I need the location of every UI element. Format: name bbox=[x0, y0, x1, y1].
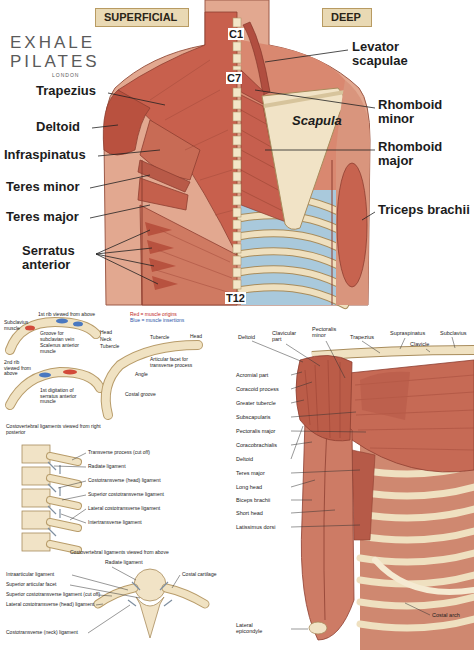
anatomy-label: Red = muscle origins bbox=[130, 312, 177, 318]
anatomy-label: Subclavius bbox=[440, 330, 467, 336]
anatomy-label: Superior costotransverse ligament (cut o… bbox=[6, 592, 100, 598]
muscle-label: Teres major bbox=[6, 210, 79, 224]
anatomy-label: Pectoralis major bbox=[236, 428, 275, 434]
anatomy-label: Intertransverse ligament bbox=[88, 520, 142, 526]
muscle-label: Triceps brachii bbox=[378, 203, 472, 217]
logo-text: EXHALE bbox=[10, 34, 95, 53]
logo-text: PILATES bbox=[10, 53, 100, 72]
anatomy-label: Articular facet for transverse process bbox=[150, 357, 200, 368]
anatomy-label: Tubercle bbox=[100, 344, 119, 350]
anatomy-label: Lateral costotransverse (head) ligament bbox=[6, 602, 94, 608]
anatomy-label: Deltoid bbox=[236, 456, 253, 462]
anatomy-label: 1st digitation of serratus anterior musc… bbox=[40, 388, 84, 405]
anatomy-label: Clavicle bbox=[410, 341, 429, 347]
anatomy-label: Pectoralis minor bbox=[312, 326, 342, 338]
anatomy-label: Latissimus dorsi bbox=[236, 524, 275, 530]
anatomy-label: Groove for subclavian vein bbox=[40, 331, 82, 342]
anatomy-label: Acromial part bbox=[236, 372, 268, 378]
muscle-label: C1 bbox=[228, 28, 244, 40]
anatomy-label: Costovertebral ligaments viewed from rig… bbox=[6, 424, 106, 435]
anatomy-label: Costotransverse (neck) ligament bbox=[6, 630, 78, 636]
anatomy-label: Coracoid process bbox=[236, 386, 279, 392]
muscle-label: Deltoid bbox=[36, 120, 80, 134]
anatomy-label: 2nd rib viewed from above bbox=[4, 360, 36, 377]
anatomy-label: Teres major bbox=[236, 470, 265, 476]
anatomy-label: Lateral epicondyle bbox=[236, 622, 272, 634]
anatomy-label: 1st rib viewed from above bbox=[38, 312, 95, 318]
muscle-label: Scapula bbox=[292, 114, 342, 128]
muscle-label: C7 bbox=[226, 72, 242, 84]
anatomy-label: Supraspinatus bbox=[390, 330, 425, 336]
anatomy-label: Subscapularis bbox=[236, 414, 271, 420]
anatomy-label: Biceps brachii bbox=[236, 497, 270, 503]
anatomy-label: Radiate ligament bbox=[105, 560, 143, 566]
muscle-label: Teres minor bbox=[6, 180, 79, 194]
anatomy-label: Subclavius muscle bbox=[4, 320, 30, 331]
anatomy-label: Head bbox=[100, 330, 112, 336]
anatomy-label: Superior costotransverse ligament bbox=[88, 492, 164, 498]
anatomy-label: Intraarticular ligament bbox=[6, 572, 54, 578]
muscle-label: Rhomboid major bbox=[378, 140, 472, 169]
view-banner: SUPERFICIAL bbox=[95, 8, 189, 27]
anatomy-label: Costal arch bbox=[432, 612, 460, 618]
anatomy-label: Clavicular part bbox=[272, 330, 302, 342]
anatomy-label: Greater tubercle bbox=[236, 400, 276, 406]
anatomy-label: Transverse process (cut off) bbox=[88, 450, 150, 456]
anatomy-label: Long head bbox=[236, 484, 262, 490]
muscle-label: T12 bbox=[225, 292, 246, 304]
anatomy-label: Radiate ligament bbox=[88, 464, 126, 470]
muscle-label: Trapezius bbox=[36, 84, 96, 98]
anatomy-label: Tubercle bbox=[150, 335, 169, 341]
muscle-label: Rhomboid minor bbox=[378, 98, 472, 127]
anatomy-label: Costal groove bbox=[125, 392, 156, 398]
muscle-label: Infraspinatus bbox=[4, 148, 86, 162]
banner-text: SUPERFICIAL bbox=[104, 11, 177, 23]
anatomy-label: Trapezius bbox=[350, 334, 374, 340]
anatomy-label: Blue = muscle insertions bbox=[130, 318, 184, 324]
anatomy-label: Superior articular facet bbox=[6, 582, 56, 588]
anatomy-label: Costal cartilage bbox=[182, 572, 216, 578]
view-banner: DEEP bbox=[322, 8, 372, 27]
anatomy-label: Short head bbox=[236, 510, 263, 516]
anatomy-label: Lateral costotransverse ligament bbox=[88, 506, 160, 512]
anatomy-label: Scalenus anterior muscle bbox=[40, 343, 82, 354]
anatomy-label: Coracobrachialis bbox=[236, 442, 277, 448]
banner-text: DEEP bbox=[331, 11, 361, 23]
anatomy-label: Angle bbox=[135, 372, 148, 378]
muscle-label: Serratus anterior bbox=[22, 244, 92, 273]
logo-text: LONDON bbox=[52, 73, 79, 79]
muscle-label: Levator scapulae bbox=[352, 40, 448, 69]
anatomy-label: Deltoid bbox=[238, 334, 255, 340]
anatomy-label: Neck bbox=[100, 337, 111, 343]
anatomy-label: Costovertebral ligaments viewed from abo… bbox=[70, 550, 169, 556]
anatomy-label: Costotransverse (head) ligament bbox=[88, 478, 161, 484]
anatomy-label: Head bbox=[190, 334, 202, 340]
